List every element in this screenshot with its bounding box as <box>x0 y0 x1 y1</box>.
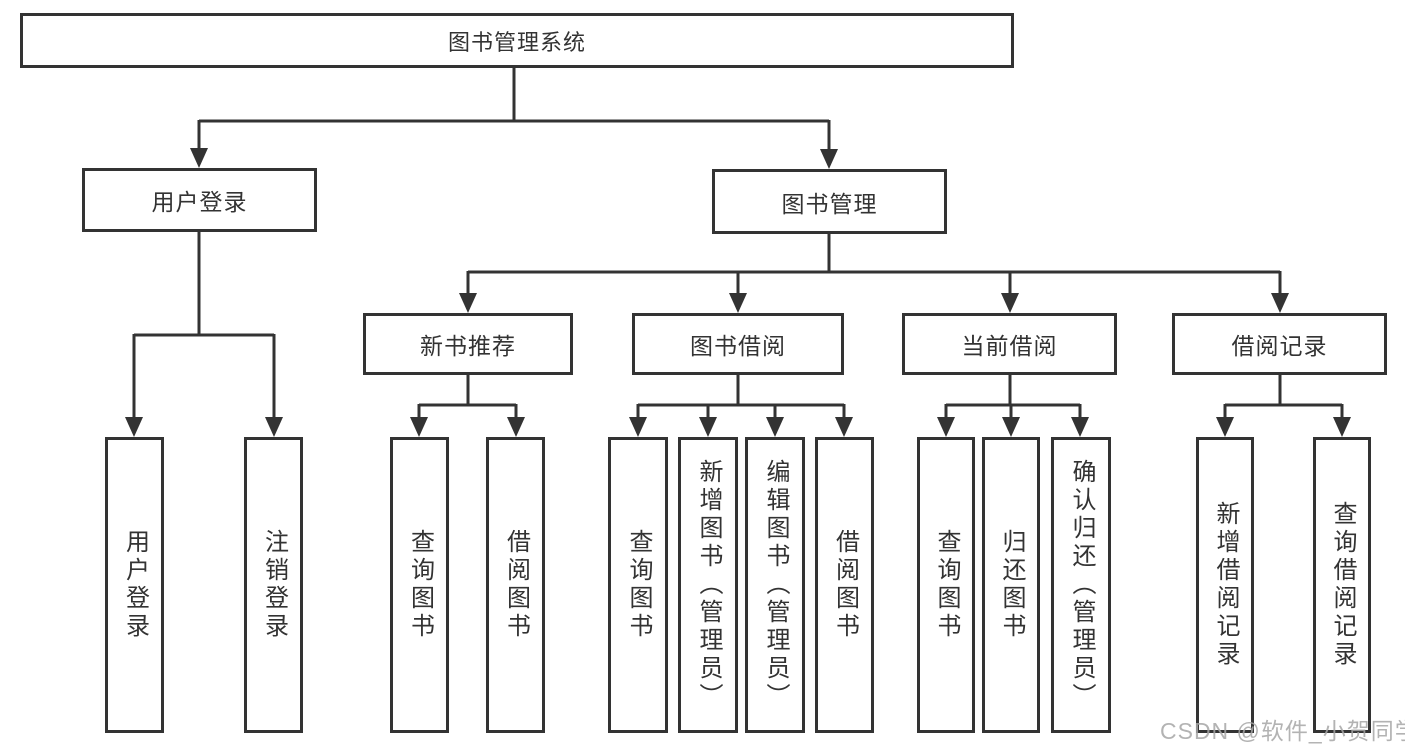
node-label: 新增图书（管理员） <box>695 459 722 711</box>
connector-root-to-level2 <box>197 68 831 151</box>
arrowhead-down <box>1002 417 1020 437</box>
arrowhead-down <box>410 417 428 437</box>
node-label: 归还图书 <box>998 529 1025 641</box>
arrowhead-down <box>1071 417 1089 437</box>
node-label: 图书管理 <box>781 190 878 217</box>
node-label: 借阅图书 <box>831 529 859 641</box>
arrowhead-down <box>1216 417 1234 437</box>
csdn-watermark: CSDN @软件_小贺同学 <box>1160 718 1405 744</box>
arrowhead-down <box>629 417 647 437</box>
node-borrowing-records: 借阅记录 <box>1172 313 1387 375</box>
node-label: 查询借阅记录 <box>1329 501 1356 669</box>
node-label: 当前借阅 <box>961 333 1058 359</box>
node-label: 编辑图书（管理员） <box>762 459 789 711</box>
node-label: 查询图书 <box>625 529 652 641</box>
node-book-borrowing: 图书借阅 <box>632 313 844 375</box>
arrowhead-down <box>190 148 208 168</box>
leaf-user-login: 用户登录 <box>105 437 164 733</box>
leaf-logout: 注销登录 <box>244 437 303 733</box>
node-new-book-recommendation: 新书推荐 <box>363 313 573 375</box>
node-label: 注销登录 <box>260 529 288 641</box>
arrowhead-down <box>1333 417 1351 437</box>
leaf-query-books-current: 查询图书 <box>917 437 975 733</box>
connector-book-borrow-subtree <box>636 375 846 419</box>
node-book-management: 图书管理 <box>712 169 947 234</box>
node-current-borrowing: 当前借阅 <box>902 313 1117 375</box>
arrowhead-down <box>937 417 955 437</box>
node-label: 新增借阅记录 <box>1212 501 1239 669</box>
connector-book-mgmt-to-level3 <box>466 234 1282 295</box>
leaf-add-borrow-record: 新增借阅记录 <box>1196 437 1254 733</box>
node-user-login: 用户登录 <box>82 168 317 232</box>
connector-new-book-subtree <box>417 375 518 419</box>
arrowhead-down <box>265 417 283 437</box>
arrowhead-down <box>820 149 838 169</box>
arrowhead-down <box>459 293 477 313</box>
connector-user-login-subtree <box>132 232 276 419</box>
node-library-management-system: 图书管理系统 <box>20 13 1014 68</box>
node-label: 图书借阅 <box>690 333 786 359</box>
leaf-query-books-recommend: 查询图书 <box>390 437 449 733</box>
arrowhead-down <box>766 417 784 437</box>
arrowhead-down <box>699 417 717 437</box>
leaf-confirm-return-admin: 确认归还（管理员） <box>1051 437 1111 733</box>
leaf-borrow-books: 借阅图书 <box>815 437 874 733</box>
arrowhead-down <box>507 417 525 437</box>
arrowhead-down <box>125 417 143 437</box>
node-label: 确认归还（管理员） <box>1068 459 1095 711</box>
node-label: 查询图书 <box>406 529 434 641</box>
node-label: 借阅图书 <box>502 529 530 641</box>
leaf-query-books-borrow: 查询图书 <box>608 437 668 733</box>
node-label: 用户登录 <box>151 189 248 215</box>
arrowhead-down <box>835 417 853 437</box>
leaf-add-books-admin: 新增图书（管理员） <box>678 437 738 733</box>
arrowhead-down <box>1001 293 1019 313</box>
leaf-query-borrow-record: 查询借阅记录 <box>1313 437 1371 733</box>
arrowhead-down <box>1271 293 1289 313</box>
leaf-borrow-books-recommend: 借阅图书 <box>486 437 545 733</box>
node-label: 用户登录 <box>121 529 149 641</box>
node-label: 借阅记录 <box>1231 333 1328 359</box>
leaf-return-books: 归还图书 <box>982 437 1040 733</box>
node-label: 新书推荐 <box>420 333 516 359</box>
leaf-edit-books-admin: 编辑图书（管理员） <box>745 437 805 733</box>
connector-current-borrow-subtree <box>944 375 1082 419</box>
node-label: 查询图书 <box>933 529 960 641</box>
connector-borrow-records-subtree <box>1223 375 1344 419</box>
arrowhead-down <box>729 293 747 313</box>
node-label: 图书管理系统 <box>447 29 586 55</box>
